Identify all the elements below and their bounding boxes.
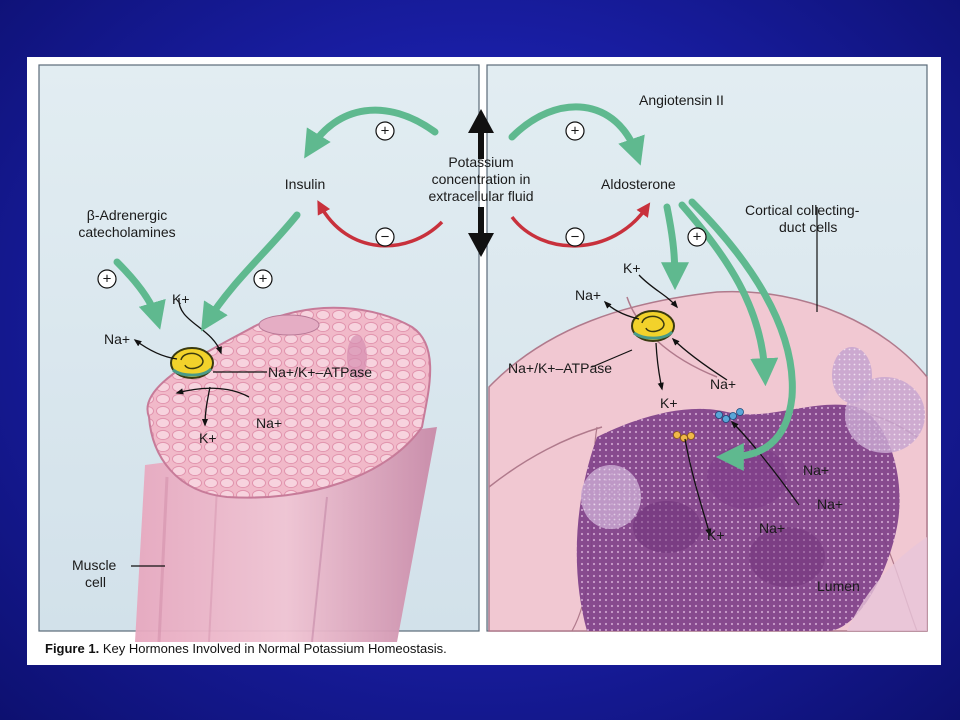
left-na-out-label: Na+ [104, 331, 130, 347]
cortical-label-line1: Cortical collecting- [745, 202, 860, 218]
right-na-cell-label: Na+ [710, 376, 736, 392]
center-down-arrow [468, 207, 494, 257]
collecting-duct [488, 290, 928, 632]
muscle-label-line1: Muscle [72, 557, 117, 573]
left-pump-icon [170, 347, 214, 379]
plus-sign-icon: + [253, 269, 273, 289]
figure-illustration: + − + − + + + Potassium concentration in… [38, 64, 928, 643]
figure-caption: Figure 1. Key Hormones Involved in Norma… [45, 641, 447, 656]
left-ion-arrows [133, 297, 267, 427]
k-channel-icon [673, 431, 695, 442]
lumen-label: Lumen [817, 578, 860, 594]
left-k-out-label: K+ [199, 430, 217, 446]
minus-sign-icon: − [375, 227, 395, 247]
right-na-out-label: Na+ [575, 287, 601, 303]
left-k-in-label: K+ [172, 291, 190, 307]
angiotensin-label: Angiotensin II [639, 92, 724, 108]
svg-text:−: − [381, 229, 390, 246]
center-label-line3: extracellular fluid [428, 188, 533, 204]
svg-text:+: + [259, 271, 268, 288]
svg-text:+: + [381, 123, 390, 140]
figure-frame: + − + − + + + Potassium concentration in… [27, 57, 941, 665]
left-pump-label: Na+/K+–ATPase [268, 364, 372, 380]
aldosterone-label: Aldosterone [601, 176, 676, 192]
left-inhibit-arrow [317, 200, 444, 248]
right-k-cell-label: K+ [660, 395, 678, 411]
figure-caption-text: Key Hormones Involved in Normal Potassiu… [102, 641, 447, 656]
svg-text:+: + [103, 271, 112, 288]
muscle-cell [135, 306, 437, 643]
svg-text:−: − [571, 229, 580, 246]
right-pump-label: Na+/K+–ATPase [508, 360, 612, 376]
lumen-na-label-3: Na+ [759, 520, 785, 536]
minus-sign-icon: − [565, 227, 585, 247]
cortical-label-line2: duct cells [779, 219, 837, 235]
right-stimulate-arrows [508, 103, 796, 471]
insulin-label: Insulin [285, 176, 325, 192]
svg-text:+: + [693, 229, 702, 246]
plus-sign-icon: + [565, 121, 585, 141]
figure-caption-label: Figure 1. [45, 641, 100, 656]
left-stimulate-arrows [113, 106, 439, 332]
muscle-label-line2: cell [85, 574, 106, 590]
lumen-na-label-2: Na+ [817, 496, 843, 512]
plus-sign-icon: + [97, 269, 117, 289]
right-pump-icon [631, 310, 675, 342]
svg-text:+: + [571, 123, 580, 140]
lumen-k-label: K+ [707, 527, 725, 543]
plus-sign-icon: + [375, 121, 395, 141]
center-label-line2: concentration in [432, 171, 531, 187]
catecholamines-label: catecholamines [78, 224, 175, 240]
center-up-arrow [468, 109, 494, 159]
right-k-in-label: K+ [623, 260, 641, 276]
plus-sign-icon: + [687, 227, 707, 247]
lumen-na-label-1: Na+ [803, 462, 829, 478]
center-label-line1: Potassium [448, 154, 513, 170]
left-na-in-label: Na+ [256, 415, 282, 431]
right-ion-arrows [591, 207, 818, 537]
na-channel-icon [715, 408, 744, 423]
beta-adrenergic-label: β-Adrenergic [87, 207, 167, 223]
